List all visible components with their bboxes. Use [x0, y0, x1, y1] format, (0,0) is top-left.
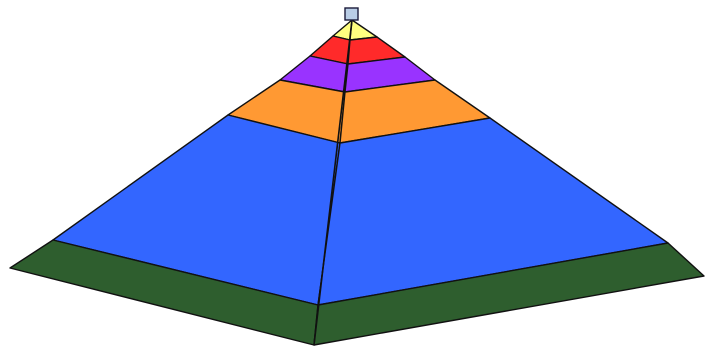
- apex-resize-handle[interactable]: [345, 8, 358, 20]
